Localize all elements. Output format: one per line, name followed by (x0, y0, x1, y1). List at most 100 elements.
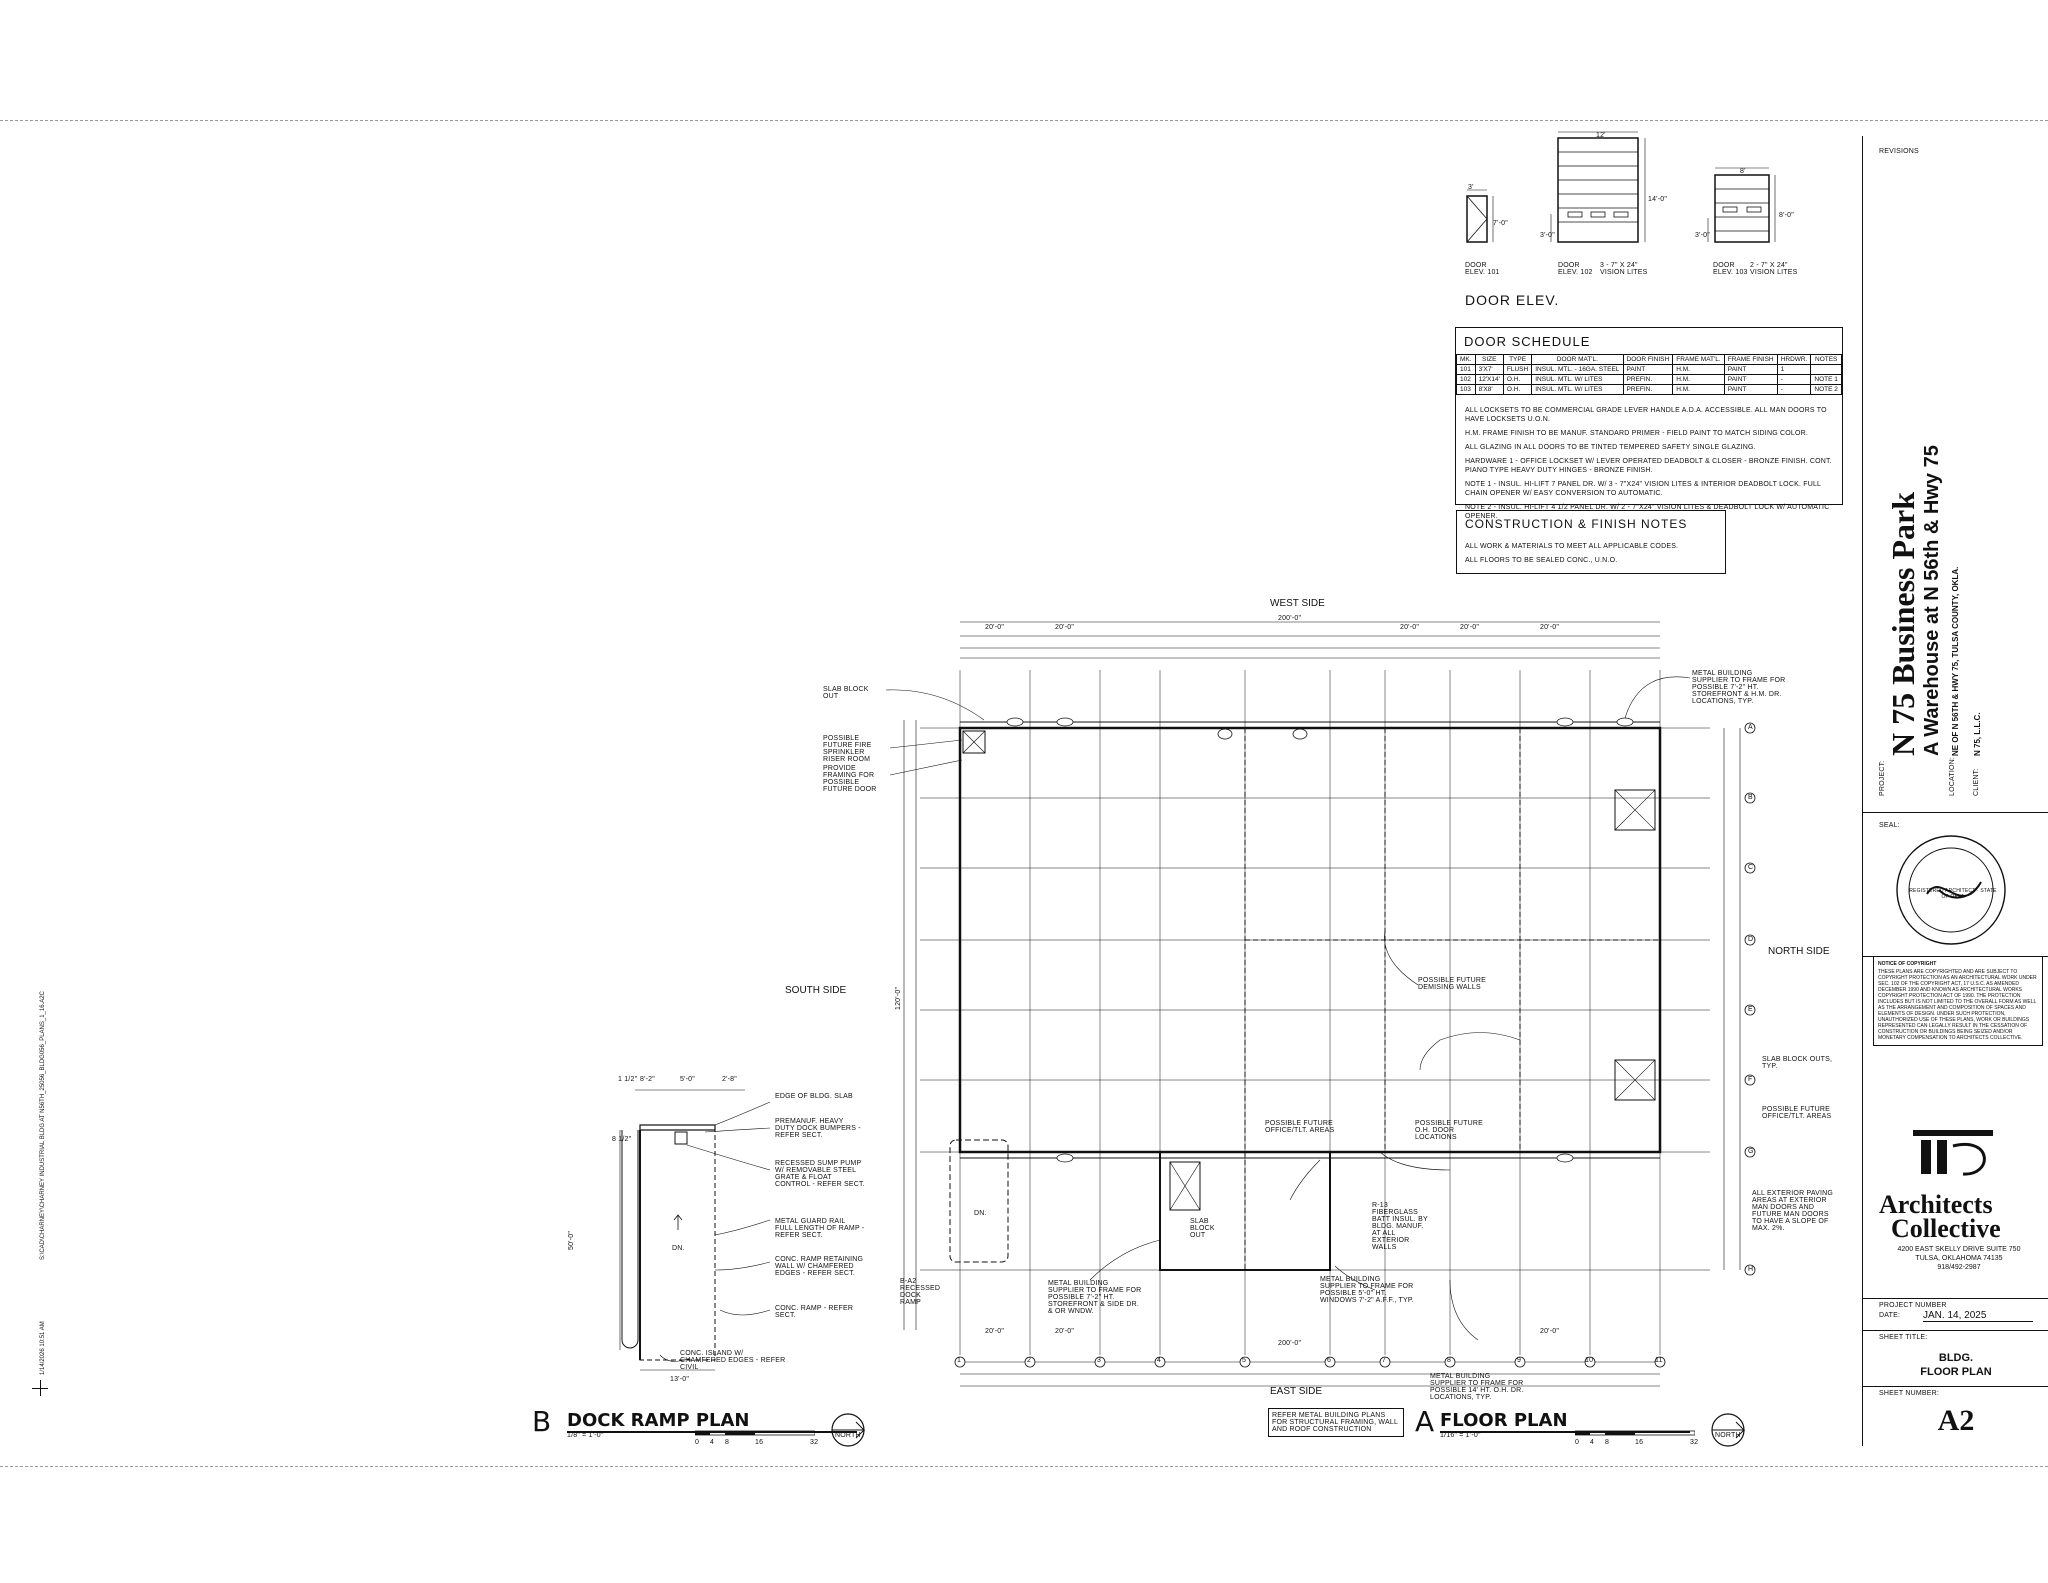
dock-plan-title-letter: B (532, 1405, 552, 1438)
overall-width-top: 200'-0" (1278, 615, 1302, 622)
callout: PROVIDE FRAMING FOR POSSIBLE FUTURE DOOR (823, 765, 877, 793)
divider (1863, 812, 2048, 813)
grid-row-label: F (1748, 1076, 1753, 1083)
dock-plan-scale: 1/8" = 1'-0" (567, 1432, 604, 1439)
door-101-width: 3' (1468, 184, 1474, 191)
door-102-sill: 3'-0" (1540, 232, 1555, 239)
col-notes: NOTES (1810, 354, 1842, 365)
cell: 101 (1456, 364, 1476, 375)
crosshair-mark (40, 1380, 41, 1396)
callout: R-13 FIBERGLASS BATT INSUL. BY BLDG. MAN… (1372, 1202, 1428, 1251)
grid-col-label: 6 (1327, 1357, 1332, 1364)
dock-callout: EDGE OF BLDG. SLAB (775, 1093, 853, 1100)
project-subtitle: A Warehouse at N 56th & Hwy 75 (1921, 445, 1943, 756)
grid-row-label: D (1748, 936, 1754, 943)
east-side-label: EAST SIDE (1270, 1386, 1323, 1397)
callout: POSSIBLE FUTURE O.H. DOOR LOCATIONS (1415, 1120, 1483, 1141)
cell: 102 (1456, 374, 1476, 385)
dock-callout: PREMANUF. HEAVY DUTY DOCK BUMPERS - REFE… (775, 1118, 861, 1139)
grid-row-label: H (1748, 1266, 1754, 1273)
callout: METAL BUILDING SUPPLIER TO FRAME FOR POS… (1430, 1373, 1524, 1401)
location-value: NE OF N 56TH & HWY 75, TULSA COUNTY, OKL… (1951, 566, 1960, 756)
sheet-title-1: BLDG. (1938, 1352, 1974, 1364)
col-hrdwr: HRDWR. (1776, 354, 1812, 365)
client-value: N 75, L.L.C. (1973, 712, 1982, 756)
callout: METAL BUILDING SUPPLIER TO FRAME FOR POS… (1320, 1276, 1414, 1304)
dock-dim: 8'-2" (640, 1076, 655, 1083)
grid-col-label: 3 (1097, 1357, 1102, 1364)
door-schedule-title: DOOR SCHEDULE (1464, 334, 1591, 349)
divider (1863, 1386, 2048, 1387)
dock-dim: 1 1/2" (618, 1076, 638, 1083)
door-103-label: DOOR ELEV. 103 (1713, 262, 1748, 276)
door-elev-title: DOOR ELEV. (1465, 292, 1560, 308)
bay-dim: 20'-0" (1055, 1328, 1075, 1335)
col-size: SIZE (1474, 354, 1504, 365)
callout: SLAB BLOCK OUTS, TYP. (1762, 1056, 1833, 1070)
seal-text: REGISTERED ARCHITECT · STATE OF OKLA (1909, 888, 1997, 900)
refer-structural-note: REFER METAL BUILDING PLANS FOR STRUCTURA… (1268, 1408, 1404, 1437)
cell (1810, 364, 1842, 375)
scale-tick: 0 (1575, 1439, 1580, 1446)
dock-callout: CONC. RAMP - REFER SECT. (775, 1305, 854, 1319)
floor-plan-scale-bar (1575, 1430, 1695, 1436)
overall-depth: 120'-0" (895, 986, 902, 1010)
scale-tick: 16 (1635, 1439, 1644, 1446)
firm-city: TULSA, OKLAHOMA 74135 (1915, 1255, 2003, 1262)
dock-dim: 2'-8" (722, 1076, 737, 1083)
sheet-title-2: FLOOR PLAN (1920, 1366, 1992, 1378)
overall-width-bottom: 200'-0" (1278, 1340, 1302, 1347)
cell: 3'X7' (1474, 364, 1504, 375)
bay-dim: 20'-0" (1055, 624, 1075, 631)
north-arrow-icon (1711, 1413, 1746, 1447)
cell: H.M. (1672, 374, 1725, 385)
revisions-label: REVISIONS (1879, 148, 1919, 155)
project-name: N 75 Business Park (1885, 491, 1921, 756)
door-101-label: DOOR ELEV. 101 (1465, 262, 1500, 276)
cell: INSUL. MTL. - 16GA. STEEL (1531, 364, 1624, 375)
floor-plan-scale: 1/16" = 1'-0" (1440, 1432, 1481, 1439)
cell: PREFIN. (1622, 374, 1674, 385)
cell: - (1776, 384, 1812, 395)
date-value: JAN. 14, 2025 (1923, 1310, 2033, 1322)
title-block: REVISIONS PROJECT: N 75 Business Park A … (1862, 136, 2048, 1446)
cell: 1 (1776, 364, 1812, 375)
dock-callout: CONC. ISLAND W/ CHAMFERED EDGES - REFER … (680, 1350, 786, 1371)
grid-row-label: C (1748, 864, 1754, 871)
grid-col-label: 11 (1655, 1357, 1663, 1364)
seal-label: SEAL: (1879, 822, 1900, 829)
firm-logo-icon (1913, 1130, 1993, 1176)
dock-dim: 50'-0" (568, 1230, 575, 1250)
dock-dn: DN. (672, 1245, 685, 1252)
col-mk: MK. (1456, 354, 1476, 365)
cell: PAINT (1723, 374, 1778, 385)
cell: NOTE 1 (1810, 374, 1842, 385)
bay-dim: 20'-0" (1540, 624, 1560, 631)
construction-notes-title: CONSTRUCTION & FINISH NOTES (1465, 517, 1688, 531)
callout: METAL BUILDING SUPPLIER TO FRAME FOR POS… (1048, 1280, 1142, 1315)
door-102-width: 12' (1596, 132, 1606, 139)
grid-col-label: 2 (1027, 1357, 1032, 1364)
grid-col-label: 10 (1585, 1357, 1594, 1364)
door-schedule-notes: ALL LOCKSETS TO BE COMMERCIAL GRADE LEVE… (1465, 406, 1835, 526)
door-101-height: 7'-0" (1493, 220, 1508, 227)
firm-address: 4200 EAST SKELLY DRIVE SUITE 750 (1897, 1246, 2021, 1253)
bay-dim: 20'-0" (1400, 624, 1420, 631)
grid-row-label: E (1748, 1006, 1753, 1013)
cell: INSUL. MTL. W/ LITES (1531, 374, 1624, 385)
grid-row-label: B (1748, 794, 1753, 801)
door-102-note: 3 - 7" X 24" VISION LITES (1600, 262, 1648, 276)
north-label: NORTH (835, 1432, 861, 1439)
cell: PAINT (1622, 364, 1674, 375)
cell: - (1776, 374, 1812, 385)
cell: PAINT (1723, 364, 1778, 375)
callout: ALL EXTERIOR PAVING AREAS AT EXTERIOR MA… (1752, 1190, 1834, 1232)
construction-note: ALL WORK & MATERIALS TO MEET ALL APPLICA… (1465, 543, 1679, 550)
grid-col-label: 9 (1517, 1357, 1522, 1364)
bay-dim: 20'-0" (985, 1328, 1005, 1335)
project-number-label: PROJECT NUMBER (1879, 1302, 1947, 1309)
north-side-label: NORTH SIDE (1768, 946, 1830, 957)
cell: 8'X8' (1474, 384, 1504, 395)
bay-dim: 20'-0" (1460, 624, 1480, 631)
